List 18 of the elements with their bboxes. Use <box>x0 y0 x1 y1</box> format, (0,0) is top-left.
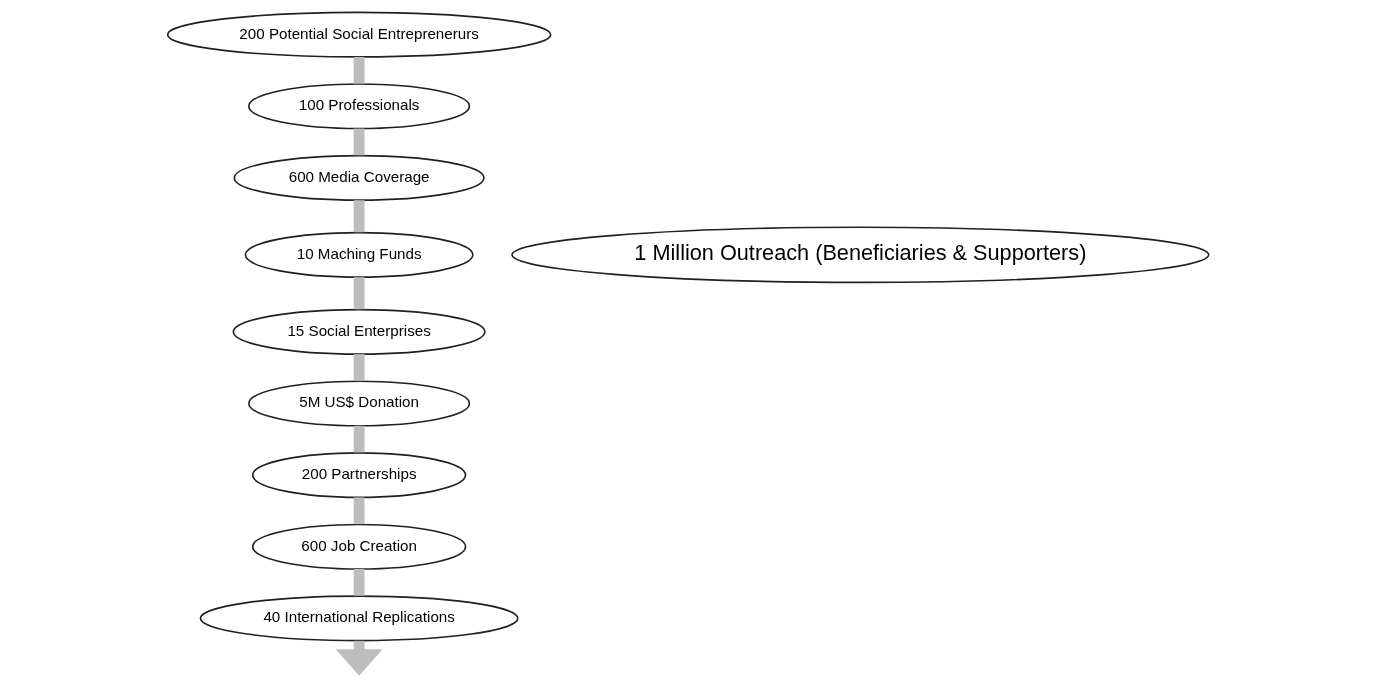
connector <box>353 200 365 233</box>
node-ellipse: 600 Media Coverage <box>233 154 485 201</box>
node-ellipse: 600 Job Creation <box>251 523 466 570</box>
node-ellipse: 10 Maching Funds <box>244 231 474 278</box>
node-ellipse: 200 Partnerships <box>251 452 466 499</box>
node-ellipse: 15 Social Enterprises <box>232 308 486 355</box>
connector <box>353 425 365 453</box>
node-ellipse: 5M US$ Donation <box>247 380 470 427</box>
node-ellipse: 100 Professionals <box>247 83 470 130</box>
connector <box>353 354 365 381</box>
node-ellipse: 200 Potential Social Entreprenerurs <box>166 11 551 58</box>
connector <box>353 569 365 596</box>
connector <box>353 128 365 156</box>
node-ellipse: 1 Million Outreach (Beneficiaries & Supporters) <box>510 226 1209 284</box>
connector <box>353 497 365 525</box>
connector <box>353 277 365 310</box>
connector <box>353 56 365 84</box>
node-ellipse: 40 International Replications <box>199 595 519 642</box>
